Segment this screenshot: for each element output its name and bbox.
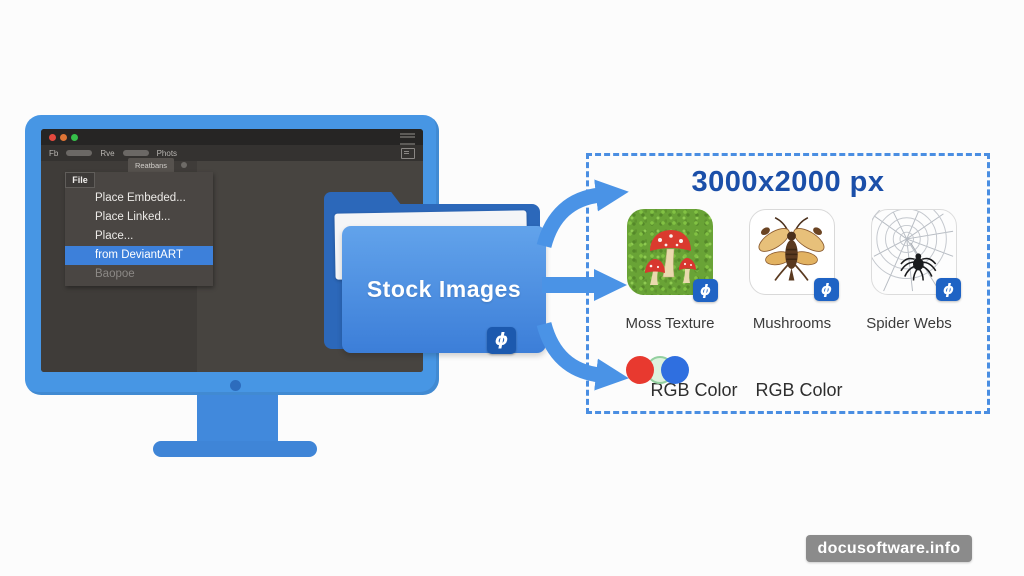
thumbnail-label: Mushrooms: [752, 315, 832, 332]
tab-close-icon[interactable]: [181, 162, 187, 168]
image-dimensions-label: 3000x2000 px: [691, 166, 885, 198]
monitor-camera-dot: [230, 380, 241, 391]
file-dropdown-menu: File Place Embeded... Place Linked... Pl…: [65, 172, 213, 286]
workspace-icon[interactable]: [401, 148, 415, 159]
deviantart-badge-icon: ɸ: [693, 279, 718, 302]
menu-bar: Fb Rve Phots: [41, 145, 423, 161]
rgb-color-label: RGB Color: [755, 380, 843, 400]
folder-front: Stock Images: [342, 226, 546, 353]
rgb-red-dot-icon: [626, 356, 654, 384]
watermark-badge: docusoftware.info: [806, 535, 972, 562]
menu-item-from-deviantart[interactable]: from DeviantART: [65, 246, 213, 265]
menu-item-place-linked[interactable]: Place Linked...: [95, 211, 171, 223]
thumbnail-label: Moss Texture: [625, 315, 715, 332]
deviantart-badge-icon: ɸ: [487, 327, 516, 354]
menu-item-photos[interactable]: Phots: [156, 148, 178, 158]
hamburger-icon[interactable]: [400, 133, 415, 145]
moth-illustration-icon: [758, 217, 825, 281]
thumbnail-label: Spider Webs: [866, 315, 952, 332]
minimize-button[interactable]: [60, 134, 67, 141]
zoom-button[interactable]: [71, 134, 78, 141]
arrow-top-icon: [536, 179, 629, 249]
thumbnail-mushrooms[interactable]: ɸ: [749, 209, 839, 301]
spider-web-illustration-icon: [872, 210, 954, 292]
thumbnail-spider-webs[interactable]: ɸ: [871, 209, 961, 301]
rgb-color-label: RGB Color: [650, 380, 738, 400]
menu-item-disabled: Baopoe: [95, 268, 135, 280]
folder-label: Stock Images: [366, 276, 522, 302]
monitor-stand: [197, 393, 278, 443]
monitor-base: [153, 441, 317, 457]
flow-arrows: [536, 179, 629, 391]
window-titlebar: [41, 129, 423, 145]
file-menu-header[interactable]: File: [65, 172, 95, 188]
deviantart-badge-icon: ɸ: [936, 278, 961, 301]
rgb-blue-dot-icon: [661, 356, 689, 384]
stock-images-folder[interactable]: Stock Images ɸ: [322, 192, 546, 357]
stock-preview-panel: 3000x2000 px ɸ: [586, 153, 990, 414]
deviantart-badge-icon: ɸ: [814, 278, 839, 301]
arrow-bottom-icon: [536, 321, 629, 391]
thumbnail-moss-texture[interactable]: ɸ: [627, 209, 718, 302]
menu-item-placeholder[interactable]: [122, 150, 149, 156]
menu-item-view[interactable]: Rve: [100, 148, 115, 158]
close-button[interactable]: [49, 134, 56, 141]
menu-item-file[interactable]: Fb: [49, 148, 59, 158]
menu-item-placeholder[interactable]: [66, 150, 93, 156]
mushrooms-illustration-icon: [645, 230, 696, 285]
document-tab[interactable]: Reatbans: [128, 158, 174, 172]
menu-item-place-embedded[interactable]: Place Embeded...: [95, 192, 186, 204]
menu-item-place[interactable]: Place...: [95, 230, 134, 242]
